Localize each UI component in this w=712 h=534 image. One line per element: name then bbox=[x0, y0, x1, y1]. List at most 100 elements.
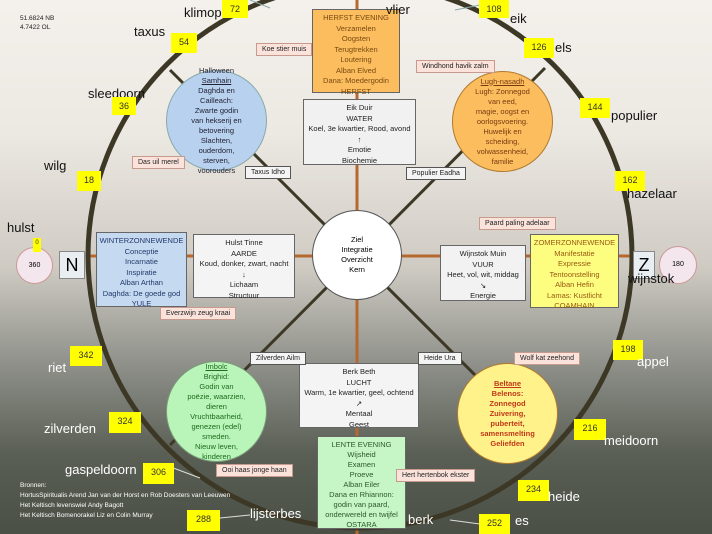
circle-line: Slachten, ouderdom, sterven, bbox=[198, 135, 235, 165]
degree-badge: 144 bbox=[580, 98, 610, 118]
box-line: ↘ bbox=[479, 280, 487, 290]
box-line: Wijsheid bbox=[347, 450, 376, 459]
box-line: LENTE EVENING bbox=[331, 440, 392, 449]
circle-line: samensmelting bbox=[480, 428, 535, 438]
source-item: Het Keltisch levenswiel Andy Bagott bbox=[20, 502, 124, 509]
north-marker: N bbox=[59, 251, 85, 279]
circle-line: genezen (edel) bbox=[191, 421, 242, 431]
box-line: ZOMERZONNEWENDE bbox=[533, 238, 616, 247]
box-line: YULE bbox=[131, 299, 152, 308]
box-line: Berk Beth bbox=[342, 367, 376, 376]
tree-klimop: klimop bbox=[184, 5, 222, 20]
box-line: Manifestatie bbox=[554, 248, 595, 258]
animal-label-everzwijn: Everzwijn zeug kraai bbox=[160, 307, 237, 320]
circle-line: Huwelijk en bbox=[483, 126, 522, 136]
box-line: ↓ bbox=[242, 269, 246, 279]
center-line: Ziel bbox=[350, 235, 364, 244]
circle-line: van hekserij en bbox=[191, 115, 242, 125]
circle-line: betovering bbox=[198, 125, 235, 135]
circle-title: Lugh-nasadh bbox=[480, 76, 525, 86]
center-line: Integratie bbox=[341, 245, 373, 254]
box-line: Verzamelen bbox=[336, 23, 376, 33]
box-line: OSTARA bbox=[346, 520, 377, 529]
box-line: Proeve bbox=[349, 470, 374, 479]
box-line: Examen bbox=[347, 460, 376, 469]
box-line: WINTERZONNEWENDE bbox=[99, 236, 184, 245]
tree-es: es bbox=[515, 513, 529, 528]
tree-gaspeldoorn: gaspeldoorn bbox=[65, 462, 137, 477]
center-line: Overzicht bbox=[341, 255, 373, 264]
tree-berk: berk bbox=[408, 512, 434, 527]
box-line: Structuur bbox=[228, 290, 260, 300]
south-degree-circle: 180 bbox=[659, 246, 697, 284]
degree-badge: 162 bbox=[615, 171, 645, 191]
box-line: HERFST bbox=[341, 86, 371, 96]
degree-badge: 234 bbox=[518, 480, 549, 501]
source-item: Het Keltisch Bomenorakel Liz en Colin Mu… bbox=[20, 512, 153, 519]
tree-wijnstok: wijnstok bbox=[628, 271, 675, 286]
box-line: Oogsten bbox=[341, 34, 371, 43]
south-marker: Z bbox=[633, 251, 655, 279]
circle-line: van eed, bbox=[488, 96, 517, 106]
tree-vlier: vlier bbox=[386, 2, 410, 17]
degree-badge: 54 bbox=[171, 33, 197, 53]
animal-label-koe: Koe stier muis bbox=[256, 43, 313, 56]
animal-label-hert: Hert hertenbok ekster bbox=[396, 469, 476, 482]
box-line: Incarnatie bbox=[125, 257, 158, 266]
coordinates: 51.6824 NB 4.7422 OL bbox=[20, 14, 54, 32]
center-line: Kern bbox=[349, 265, 365, 274]
north-degree-circle: 360 bbox=[16, 247, 53, 284]
box-line: Koel, 3e kwartier, Rood, avond bbox=[308, 124, 411, 133]
degree-badge: 198 bbox=[613, 340, 643, 360]
degree-badge: 108 bbox=[479, 0, 509, 18]
circle-line: Nieuw leven, bbox=[195, 441, 238, 451]
circle-title: Imbolc bbox=[205, 361, 228, 371]
box-line: Terugtrekken bbox=[334, 44, 378, 54]
longitude: 4.7422 OL bbox=[20, 24, 51, 31]
box-line: Geest bbox=[348, 419, 369, 429]
box-line: Mentaal bbox=[345, 409, 373, 418]
degree-badge: 18 bbox=[77, 171, 101, 191]
circle-line: Halloween bbox=[198, 65, 235, 75]
box-line: Alban Arthan bbox=[120, 278, 163, 287]
circle-line: smeden. bbox=[202, 431, 231, 441]
circle-line: Belenos: bbox=[491, 388, 524, 398]
box-line: Dana: Moedergodin bbox=[323, 76, 389, 85]
degree-badge: 288 bbox=[187, 510, 220, 531]
degree-badge: 252 bbox=[479, 514, 510, 534]
box-line: COAMHAIN bbox=[554, 301, 595, 310]
tree-populier: populier bbox=[611, 108, 658, 123]
circle-line: Zuivering, bbox=[489, 408, 526, 418]
tree-taxus: taxus bbox=[134, 24, 166, 39]
ogham-label-zilverden: Zilverden Ailm bbox=[250, 352, 306, 365]
circle-line: poëzie, waarzien, bbox=[187, 391, 246, 401]
tree-riet: riet bbox=[48, 360, 67, 375]
box-line: godin van paard, bbox=[333, 500, 390, 509]
box-line: Daghda: De goede god bbox=[102, 288, 181, 298]
tree-heide: heide bbox=[548, 489, 580, 504]
circle-line: Zwarte godin bbox=[194, 105, 239, 115]
ogham-label-taxus: Taxus Idho bbox=[245, 166, 291, 179]
circle-line: Vruchtbaarheid, bbox=[190, 411, 243, 421]
circle-line: oorlogsvoering. bbox=[476, 116, 529, 126]
tree-hulst: hulst bbox=[7, 220, 35, 235]
ogham-label-populier: Populier Eadha bbox=[406, 167, 466, 180]
box-line: Hulst Tinne bbox=[225, 238, 263, 247]
circle-line: Brighid: bbox=[203, 371, 230, 381]
sources-heading: Bronnen: bbox=[20, 482, 47, 489]
box-line: Koud, donker, zwart, nacht bbox=[199, 259, 289, 268]
latitude: 51.6824 NB bbox=[20, 15, 55, 22]
animal-label-paard: Paard paling adelaar bbox=[479, 217, 556, 230]
animal-label-ooi: Ooi haas jonge haan bbox=[216, 464, 293, 477]
tree-zilverden: zilverden bbox=[44, 421, 97, 436]
box-line: LUCHT bbox=[346, 377, 372, 387]
animal-label-windhond: Windhond havik zalm bbox=[416, 60, 495, 73]
box-line: ↑ bbox=[357, 134, 362, 144]
tree-eik: eik bbox=[510, 11, 527, 26]
circle-line: Geliefden bbox=[490, 438, 525, 448]
